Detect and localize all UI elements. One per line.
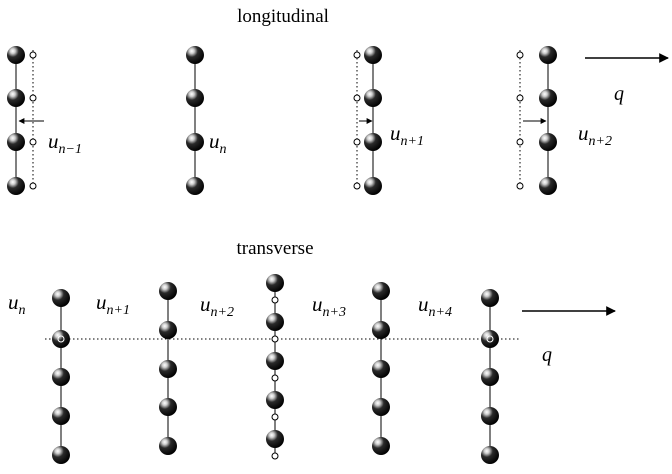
transverse-title: transverse: [236, 238, 313, 259]
longitudinal-column-1: un−1: [7, 46, 82, 195]
displacement-label: un+3: [312, 292, 346, 320]
atoms: [7, 46, 25, 195]
atom: [186, 46, 204, 64]
atoms: [186, 46, 204, 195]
atom: [159, 398, 177, 416]
equilibrium-sites: [353, 51, 361, 190]
longitudinal-column-3: un+1: [353, 46, 424, 195]
equilibrium-site: [353, 138, 361, 146]
longitudinal-column-4: un+2: [516, 46, 612, 195]
atom: [186, 133, 204, 151]
atom: [7, 89, 25, 107]
longitudinal-column-2: un: [186, 46, 227, 195]
atom: [481, 368, 499, 386]
displacement-label: un: [209, 129, 227, 157]
equilibrium-site: [29, 51, 37, 59]
atoms: [266, 274, 284, 448]
atom: [364, 89, 382, 107]
displacement-label: un+1: [96, 290, 130, 318]
atom: [7, 133, 25, 151]
atom: [266, 391, 284, 409]
atom: [7, 177, 25, 195]
atom: [539, 89, 557, 107]
atom: [481, 407, 499, 425]
equilibrium-site: [353, 51, 361, 59]
displacement-label: un+2: [200, 292, 234, 320]
atoms: [364, 46, 382, 195]
atom: [186, 89, 204, 107]
atom: [52, 330, 70, 348]
equilibrium-site: [29, 182, 37, 190]
displacement-label: un: [8, 290, 26, 318]
displacement-label: un+4: [418, 292, 452, 320]
atom: [539, 133, 557, 151]
equilibrium-site: [271, 296, 279, 304]
atom: [372, 282, 390, 300]
atom: [52, 289, 70, 307]
atom: [159, 282, 177, 300]
atoms: [539, 46, 557, 195]
equilibrium-sites: [271, 296, 279, 460]
atom: [52, 407, 70, 425]
equilibrium-sites: [29, 51, 37, 190]
atoms: [52, 289, 70, 464]
longitudinal-title: longitudinal: [237, 6, 329, 27]
wave-vector-label: q: [542, 344, 552, 366]
equilibrium-site: [57, 335, 65, 343]
atoms: [159, 282, 177, 455]
transverse-column-4: [372, 282, 390, 455]
atom: [186, 177, 204, 195]
atom: [364, 177, 382, 195]
atom: [266, 430, 284, 448]
atom: [481, 289, 499, 307]
atom: [372, 437, 390, 455]
equilibrium-site: [486, 335, 494, 343]
equilibrium-site: [516, 51, 524, 59]
transverse-column-3: [266, 274, 284, 460]
equilibrium-site: [353, 182, 361, 190]
equilibrium-site: [271, 452, 279, 460]
atom: [364, 133, 382, 151]
atoms: [481, 289, 499, 464]
atom: [364, 46, 382, 64]
atoms: [372, 282, 390, 455]
transverse-column-5: [481, 289, 499, 464]
atom: [159, 437, 177, 455]
equilibrium-site: [271, 335, 279, 343]
longitudinal-panel: longitudinal un−1: [7, 6, 669, 195]
transverse-column-1: [52, 289, 70, 464]
equilibrium-site: [271, 374, 279, 382]
atom: [481, 330, 499, 348]
atom: [159, 321, 177, 339]
equilibrium-site: [516, 94, 524, 102]
transverse-panel: transverse: [8, 238, 616, 464]
atom: [7, 46, 25, 64]
displacement-label: un+1: [390, 121, 424, 149]
equilibrium-sites: [516, 51, 524, 190]
atom: [159, 360, 177, 378]
transverse-column-2: [159, 282, 177, 455]
equilibrium-site: [271, 413, 279, 421]
atom: [481, 446, 499, 464]
wave-vector-label: q: [614, 83, 624, 105]
atom: [266, 313, 284, 331]
equilibrium-site: [353, 94, 361, 102]
equilibrium-site: [516, 138, 524, 146]
atom: [266, 352, 284, 370]
atom: [539, 46, 557, 64]
equilibrium-site: [29, 138, 37, 146]
atom: [372, 321, 390, 339]
atom: [52, 368, 70, 386]
atom: [52, 446, 70, 464]
atom: [266, 274, 284, 292]
atom: [539, 177, 557, 195]
equilibrium-site: [29, 94, 37, 102]
atom: [372, 398, 390, 416]
displacement-label: un−1: [48, 129, 82, 157]
atom: [372, 360, 390, 378]
displacement-label: un+2: [578, 121, 612, 149]
equilibrium-site: [516, 182, 524, 190]
